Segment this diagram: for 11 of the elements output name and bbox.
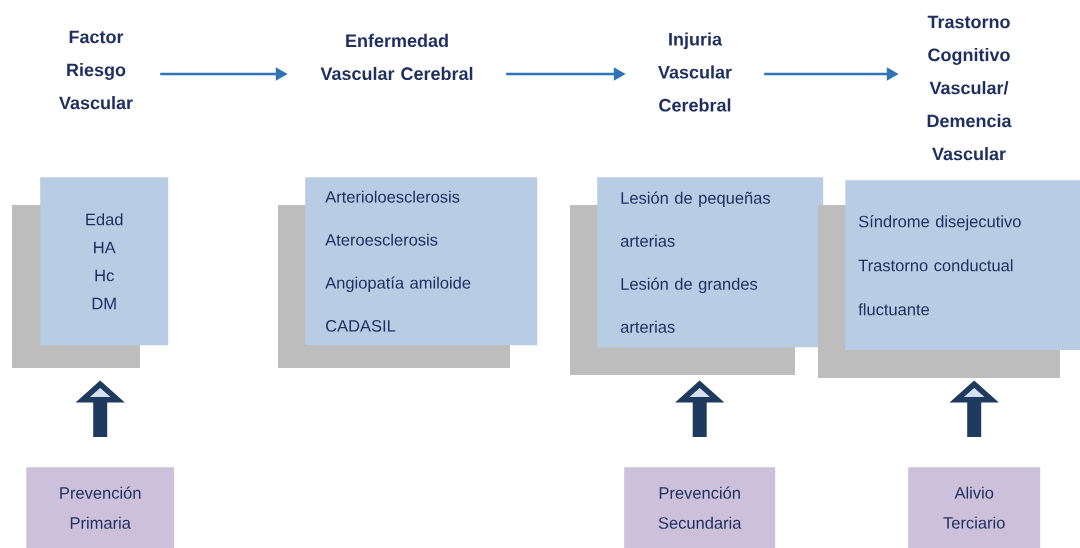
list-box: Edad HA Hc DM <box>12 177 169 368</box>
label-box: Prevención Primaria <box>26 467 175 548</box>
label-box: Prevención Secundaria <box>624 467 776 548</box>
list-box: Arterioloesclerosis Ateroesclerosis Angiopatía amiloide CADASIL <box>278 177 538 368</box>
heading-text: Factor Riesgo Vascular <box>59 30 133 110</box>
heading-text: Trastorno Cognitivo Vascular/ Demencia Vascular <box>927 15 1012 161</box>
list-box: Lesión de pequeñas arterias Lesión de grandes arterias <box>570 177 824 375</box>
heading-text: Enfermedad Vascular Cerebral <box>320 33 473 81</box>
label-box: Alivio Terciario <box>908 467 1041 548</box>
list-box: Síndrome disejecutivo Trastorno conductual fluctuante <box>818 180 1080 378</box>
heading-text: Injuria Vascular Cerebral <box>658 32 732 112</box>
